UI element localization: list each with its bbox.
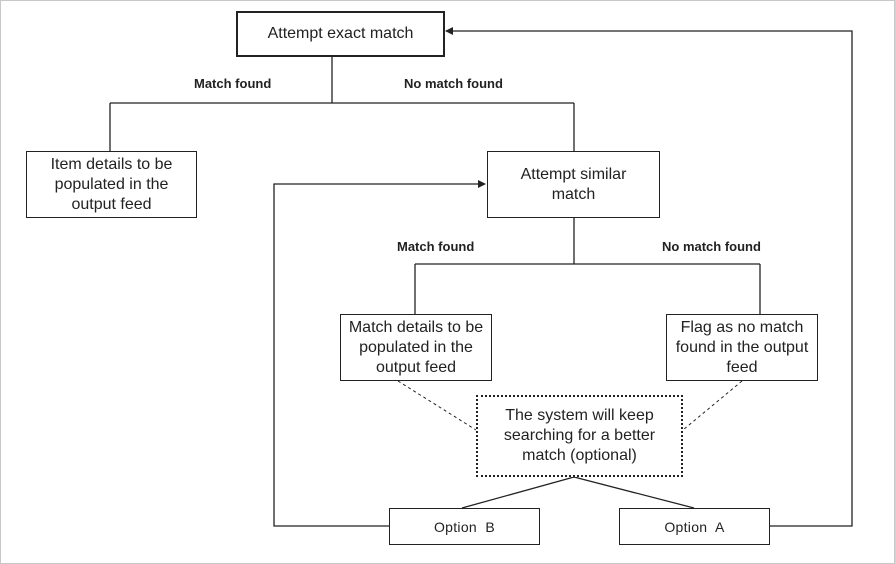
connector-note-to-option-b: [461, 476, 575, 509]
loop-option-b-to-similar: [273, 180, 486, 527]
item-details-text: Item details to be populated in the outp…: [50, 155, 173, 213]
note-box: The system will keep searching for a bet…: [476, 395, 683, 477]
loop-option-a-to-exact: [445, 27, 853, 527]
dashed-link-left: [397, 380, 477, 431]
option-a-text: Option A: [664, 518, 725, 535]
attempt-exact-match-text: Attempt exact match: [267, 25, 414, 42]
label-no-match-found-2: No match found: [662, 239, 761, 254]
match-details-box: Match details to be populated in the out…: [340, 314, 492, 381]
note-text: The system will keep searching for a bet…: [503, 407, 656, 464]
option-b-text: Option B: [433, 518, 496, 535]
attempt-similar-match-box: Attempt similar match: [487, 151, 660, 218]
match-details-text: Match details to be populated in the out…: [348, 318, 484, 376]
attempt-exact-match-box: Attempt exact match: [236, 11, 445, 57]
item-details-box: Item details to be populated in the outp…: [26, 151, 197, 218]
option-b-box: Option B: [389, 508, 540, 545]
dashed-link-right: [682, 380, 743, 431]
attempt-similar-match-text: Attempt similar match: [520, 165, 627, 203]
label-match-found-2: Match found: [397, 239, 475, 254]
connector-note-to-option-a: [573, 476, 695, 509]
option-a-box: Option A: [619, 508, 770, 545]
label-match-found-1: Match found: [194, 76, 272, 91]
flag-no-match-text: Flag as no match found in the output fee…: [675, 318, 809, 376]
flag-no-match-box: Flag as no match found in the output fee…: [666, 314, 818, 381]
label-no-match-found-1: No match found: [404, 76, 503, 91]
